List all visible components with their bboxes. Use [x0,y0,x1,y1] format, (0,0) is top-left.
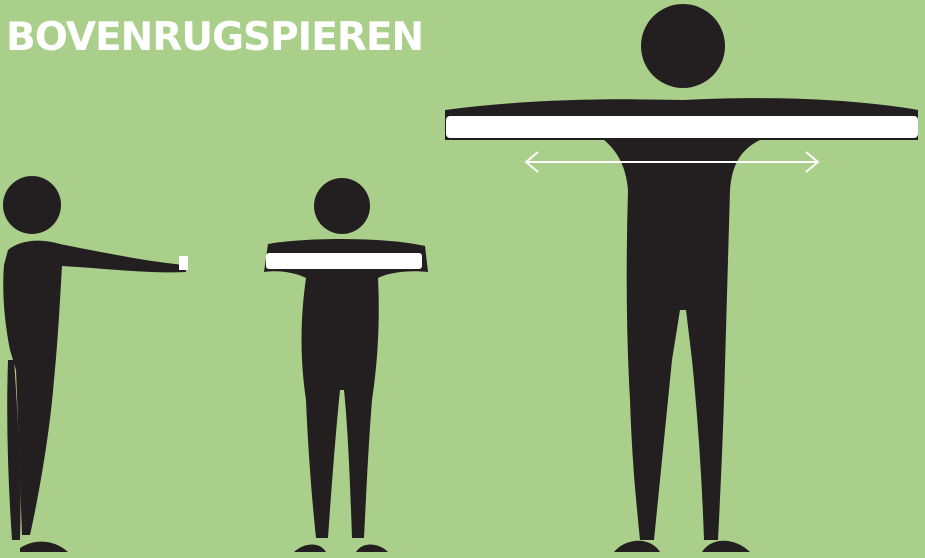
page-title: BOVENRUGSPIEREN [6,18,423,57]
